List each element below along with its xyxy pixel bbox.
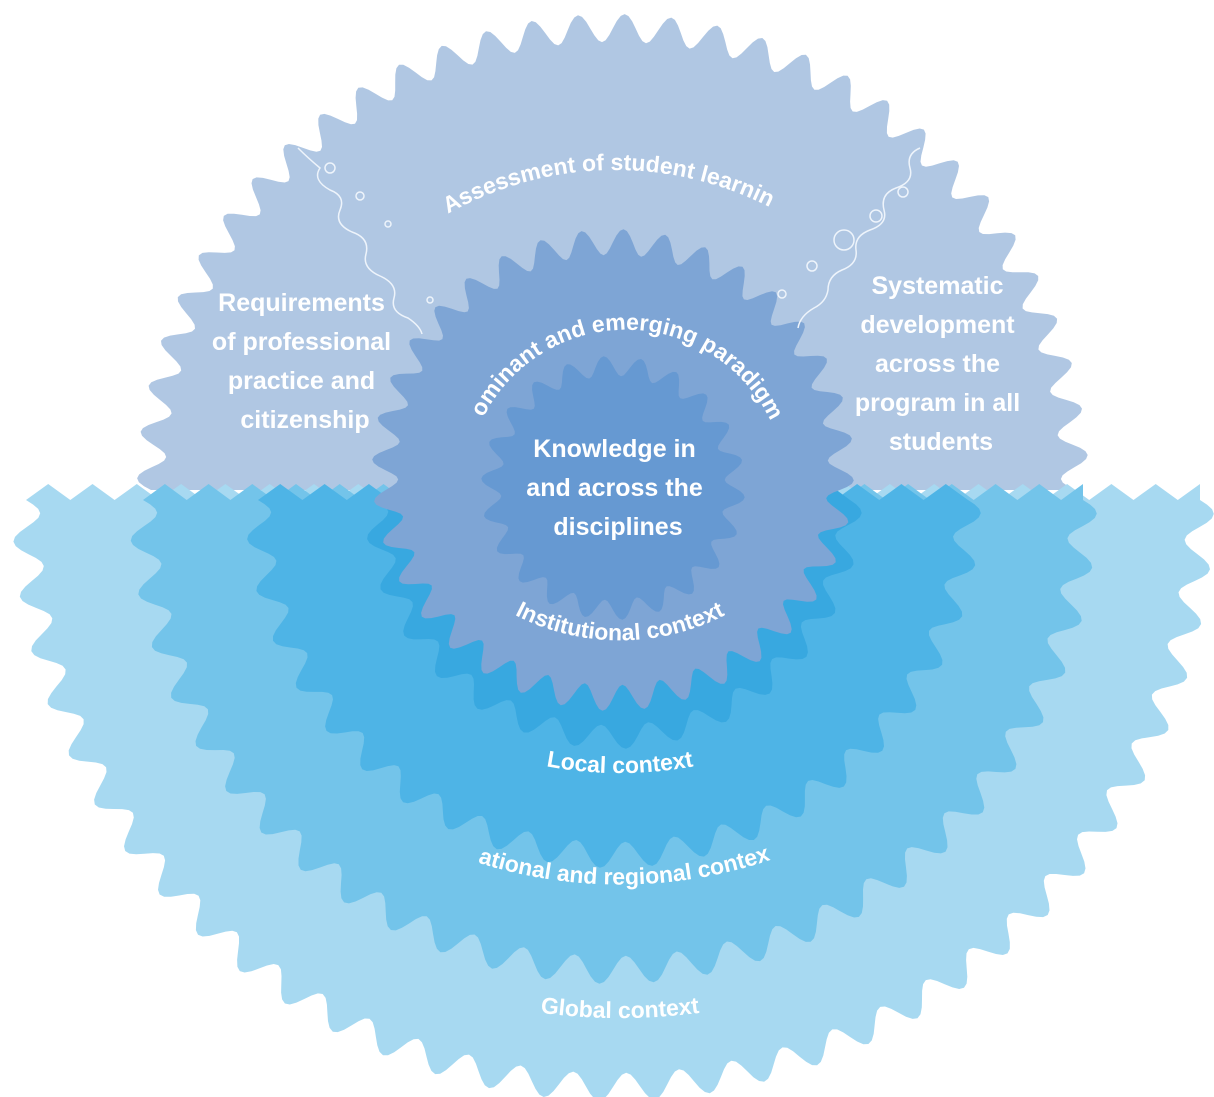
left-divider-squiggle [297, 147, 434, 335]
right-divider-squiggle [777, 147, 921, 329]
global-label: Global context [540, 992, 701, 1023]
knowledge-label: Knowledge in and across the disciplines [526, 435, 709, 541]
systematic-label: Systematic development across the progra… [855, 272, 1027, 456]
requirements-label: Requirements of professional practice an… [212, 289, 398, 434]
knowledge-gear [481, 356, 745, 620]
